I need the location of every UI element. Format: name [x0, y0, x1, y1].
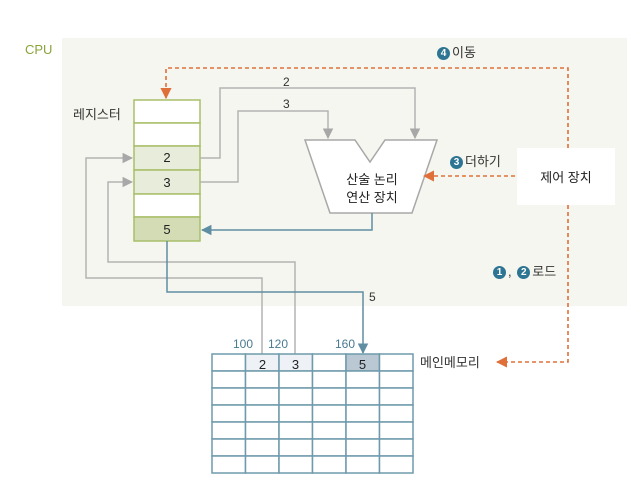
memory-value-100: 2 — [258, 357, 267, 372]
memory-value-120: 3 — [291, 357, 300, 372]
memory-cell — [378, 387, 414, 406]
memory-cell — [278, 455, 314, 474]
memory-grid — [211, 353, 414, 474]
cpu-label: CPU — [25, 42, 53, 57]
arrow-mem100-to-reg2 — [85, 152, 263, 355]
memory-cell — [345, 404, 381, 423]
memory-cell — [211, 370, 247, 389]
arrow-reg5-to-mem160 — [166, 241, 369, 355]
register-cell — [133, 99, 201, 124]
alu-label-line1: 산술 논리 — [346, 172, 398, 187]
memory-cell — [378, 353, 414, 372]
memory-cell — [278, 370, 314, 389]
register-cell — [133, 193, 201, 218]
register-cell — [133, 169, 201, 195]
memory-cell — [345, 387, 381, 406]
memory-cell — [345, 455, 381, 474]
arrow-mem120-to-reg3 — [107, 176, 296, 355]
register-label: 레지스터 — [73, 107, 121, 122]
memory-cell — [378, 438, 414, 457]
register-stack — [133, 99, 201, 242]
memory-cell — [278, 387, 314, 406]
memory-cell — [211, 455, 247, 474]
arrow-alu-to-reg5 — [200, 213, 373, 236]
dashed-move-arrow — [160, 67, 569, 148]
memory-cell — [378, 421, 414, 440]
memory-cell — [211, 387, 247, 406]
memory-cell — [345, 370, 381, 389]
step-load-label: 로드 — [532, 264, 557, 279]
memory-cell — [311, 455, 347, 474]
step-4-icon: 4 — [437, 47, 450, 61]
memory-cell — [378, 455, 414, 474]
alu-label-line2: 연산 장치 — [346, 190, 398, 205]
memory-address-120: 120 — [268, 337, 289, 351]
alu-shape — [303, 139, 439, 214]
arrow-reg2-to-alu — [200, 87, 421, 159]
memory-cell — [311, 404, 347, 423]
register-cell — [133, 122, 201, 147]
memory-cell — [345, 421, 381, 440]
alu-label: 산술 논리 연산 장치 — [322, 171, 422, 207]
memory-cell — [311, 353, 347, 372]
memory-cell — [244, 421, 280, 440]
flow-value-3: 3 — [283, 97, 290, 111]
memory-cell — [278, 404, 314, 423]
memory-cell — [211, 421, 247, 440]
main-memory-label: 메인메모리 — [420, 355, 480, 370]
register-cell — [133, 216, 201, 242]
control-unit-label: 제어 장치 — [540, 170, 592, 185]
arrow-reg3-to-alu — [200, 110, 334, 183]
flow-value-5: 5 — [369, 290, 376, 304]
memory-cell — [311, 438, 347, 457]
memory-cell — [244, 438, 280, 457]
dashed-load-arrow — [495, 205, 569, 368]
memory-cell — [211, 404, 247, 423]
step-3-icon: 3 — [450, 156, 463, 170]
control-unit: 제어 장치 — [517, 148, 615, 205]
memory-cell — [278, 421, 314, 440]
memory-cell — [244, 404, 280, 423]
step-2-icon: 2 — [517, 266, 531, 280]
step-load-sep: , — [508, 264, 512, 279]
memory-cell — [244, 370, 280, 389]
memory-cell — [311, 421, 347, 440]
register-cell — [133, 145, 201, 171]
memory-cell — [345, 438, 381, 457]
memory-address-100: 100 — [233, 337, 254, 351]
memory-cell — [378, 370, 414, 389]
memory-cell — [244, 455, 280, 474]
register-value-5: 5 — [163, 222, 171, 237]
step-add-label: 더하기 — [465, 154, 501, 169]
memory-cell — [311, 370, 347, 389]
memory-cell — [211, 353, 247, 372]
memory-cell — [378, 404, 414, 423]
step-1-icon: 1 — [493, 266, 506, 280]
memory-cell — [211, 438, 247, 457]
step-move-label: 이동 — [452, 45, 476, 60]
memory-cell — [311, 387, 347, 406]
memory-value-160: 5 — [358, 357, 367, 372]
memory-cell — [278, 438, 314, 457]
memory-cell — [244, 387, 280, 406]
memory-address-160: 160 — [335, 337, 356, 351]
register-value-2: 2 — [163, 150, 171, 165]
register-value-3: 3 — [163, 175, 171, 190]
flow-value-2: 2 — [283, 75, 290, 89]
